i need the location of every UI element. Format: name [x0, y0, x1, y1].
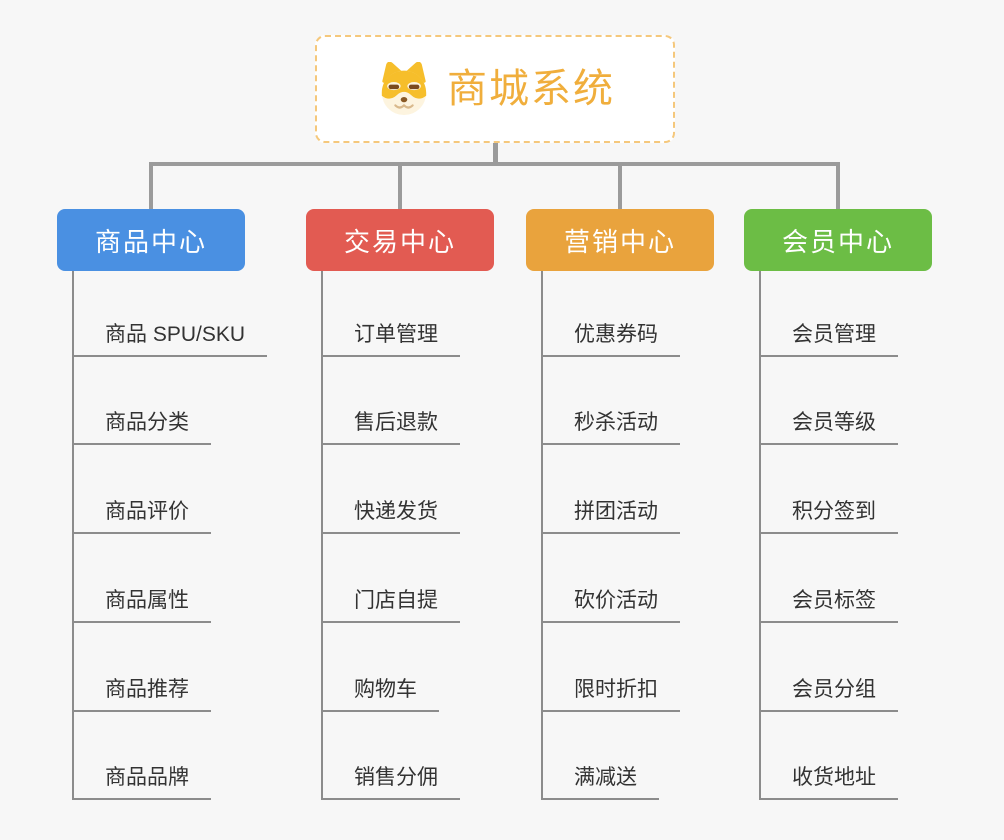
leaf-node[interactable]: 商品 SPU/SKU [72, 323, 268, 357]
leaf-node[interactable]: 优惠券码 [541, 323, 680, 357]
leaf-node[interactable]: 购物车 [321, 678, 439, 712]
leaf-node[interactable]: 快递发货 [321, 500, 460, 534]
connector-branch-vline [759, 271, 761, 800]
leaf-node[interactable]: 限时折扣 [541, 678, 680, 712]
branch-header-1[interactable]: 交易中心 [306, 209, 494, 271]
leaf-node[interactable]: 收货地址 [759, 766, 898, 800]
leaf-node[interactable]: 满减送 [541, 766, 659, 800]
leaf-node[interactable]: 砍价活动 [541, 589, 680, 623]
connector-root-stub [493, 143, 498, 164]
connector-branch-stub [149, 162, 153, 209]
leaf-node[interactable]: 商品分类 [72, 411, 211, 445]
connector-branch-vline [541, 271, 543, 800]
connector-branch-vline [72, 271, 74, 800]
leaf-node[interactable]: 秒杀活动 [541, 411, 680, 445]
doge-icon [381, 62, 427, 116]
root-title: 商城系统 [447, 67, 615, 111]
leaf-node[interactable]: 拼团活动 [541, 500, 680, 534]
leaf-node[interactable]: 商品推荐 [72, 678, 211, 712]
leaf-node[interactable]: 门店自提 [321, 589, 460, 623]
leaf-node[interactable]: 商品品牌 [72, 766, 211, 800]
leaf-node[interactable]: 商品评价 [72, 500, 211, 534]
branch-header-3[interactable]: 会员中心 [744, 209, 932, 271]
connector-bus [149, 162, 840, 166]
root-node[interactable]: 商城系统 [315, 35, 675, 143]
leaf-node[interactable]: 会员管理 [759, 323, 898, 357]
branch-header-2[interactable]: 营销中心 [526, 209, 714, 271]
leaf-node[interactable]: 订单管理 [321, 323, 460, 357]
leaf-node[interactable]: 会员等级 [759, 411, 898, 445]
branch-header-0[interactable]: 商品中心 [57, 209, 245, 271]
connector-branch-vline [321, 271, 323, 800]
leaf-node[interactable]: 商品属性 [72, 589, 211, 623]
leaf-node[interactable]: 会员分组 [759, 678, 898, 712]
connector-branch-stub [836, 162, 840, 209]
connector-branch-stub [618, 162, 622, 209]
leaf-node[interactable]: 售后退款 [321, 411, 460, 445]
leaf-node[interactable]: 会员标签 [759, 589, 898, 623]
connector-branch-stub [398, 162, 402, 209]
leaf-node[interactable]: 积分签到 [759, 500, 898, 534]
leaf-node[interactable]: 销售分佣 [321, 766, 460, 800]
